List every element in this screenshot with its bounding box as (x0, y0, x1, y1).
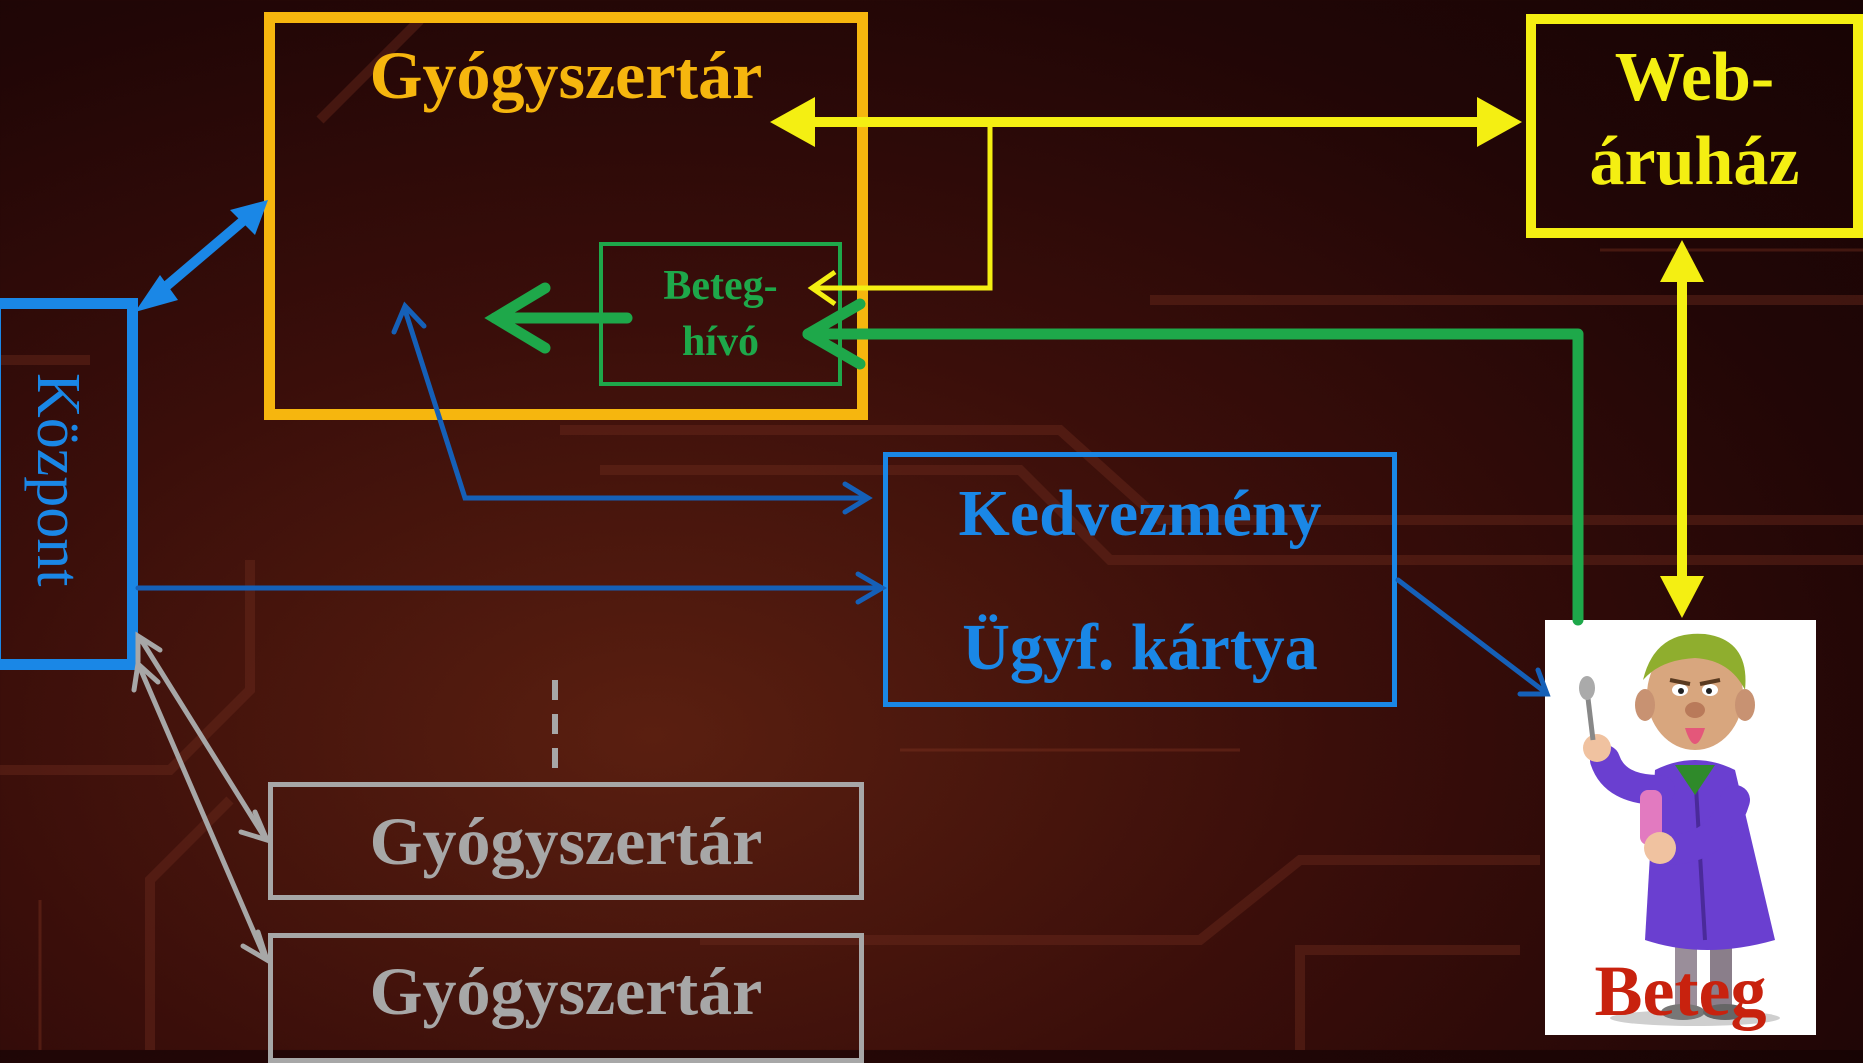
discount-label: Kedvezmény (958, 477, 1322, 550)
webshop-line-2: áruház (1589, 123, 1800, 200)
webshop-line-1: Web- (1614, 39, 1775, 116)
kozpont-pharmacy-secondary-arrow (135, 631, 272, 844)
patient-label: Beteg (1594, 951, 1767, 1031)
patient-figure-icon (1579, 633, 1780, 1026)
kozpont-label: Központ (24, 373, 92, 587)
pharmacy-secondary-label: Gyógyszertár (369, 803, 763, 879)
discount-card-box (883, 452, 1397, 707)
pharmacy-discount-arrow (391, 301, 873, 515)
webshop-patient-arrow (1660, 240, 1704, 618)
pharmacy-main-label: Gyógyszertár (369, 37, 763, 113)
kozpont-box (0, 298, 138, 670)
customer-card-label: Ügyf. kártya (962, 611, 1318, 684)
beteghivo-line-2: hívó (681, 319, 760, 365)
kozpont-pharmacy-tertiary-arrow (131, 659, 272, 966)
beteghivo-pharmacy-arrow (484, 282, 633, 354)
patient-beteghivo-arrow (802, 298, 1584, 626)
pharmacy-webshop-arrow (770, 97, 1522, 147)
pharmacy-tertiary-label: Gyógyszertár (369, 953, 763, 1029)
discount-patient-arrow (1395, 577, 1551, 697)
webshop-box (1526, 14, 1863, 238)
pharmacy-secondary-box (268, 782, 864, 900)
beteghivo-label: Beteg- hívó (599, 258, 842, 370)
kozpont-discount-arrow (135, 571, 887, 605)
patient-panel (1545, 620, 1816, 1035)
pharmacy-main-box (264, 12, 868, 420)
kozpont-pharmacy-arrow (135, 200, 268, 312)
webshop-label: Web- áruház (1526, 36, 1863, 204)
webshop-beteghivo-arrow (807, 122, 993, 307)
beteghivo-line-1: Beteg- (663, 263, 778, 309)
